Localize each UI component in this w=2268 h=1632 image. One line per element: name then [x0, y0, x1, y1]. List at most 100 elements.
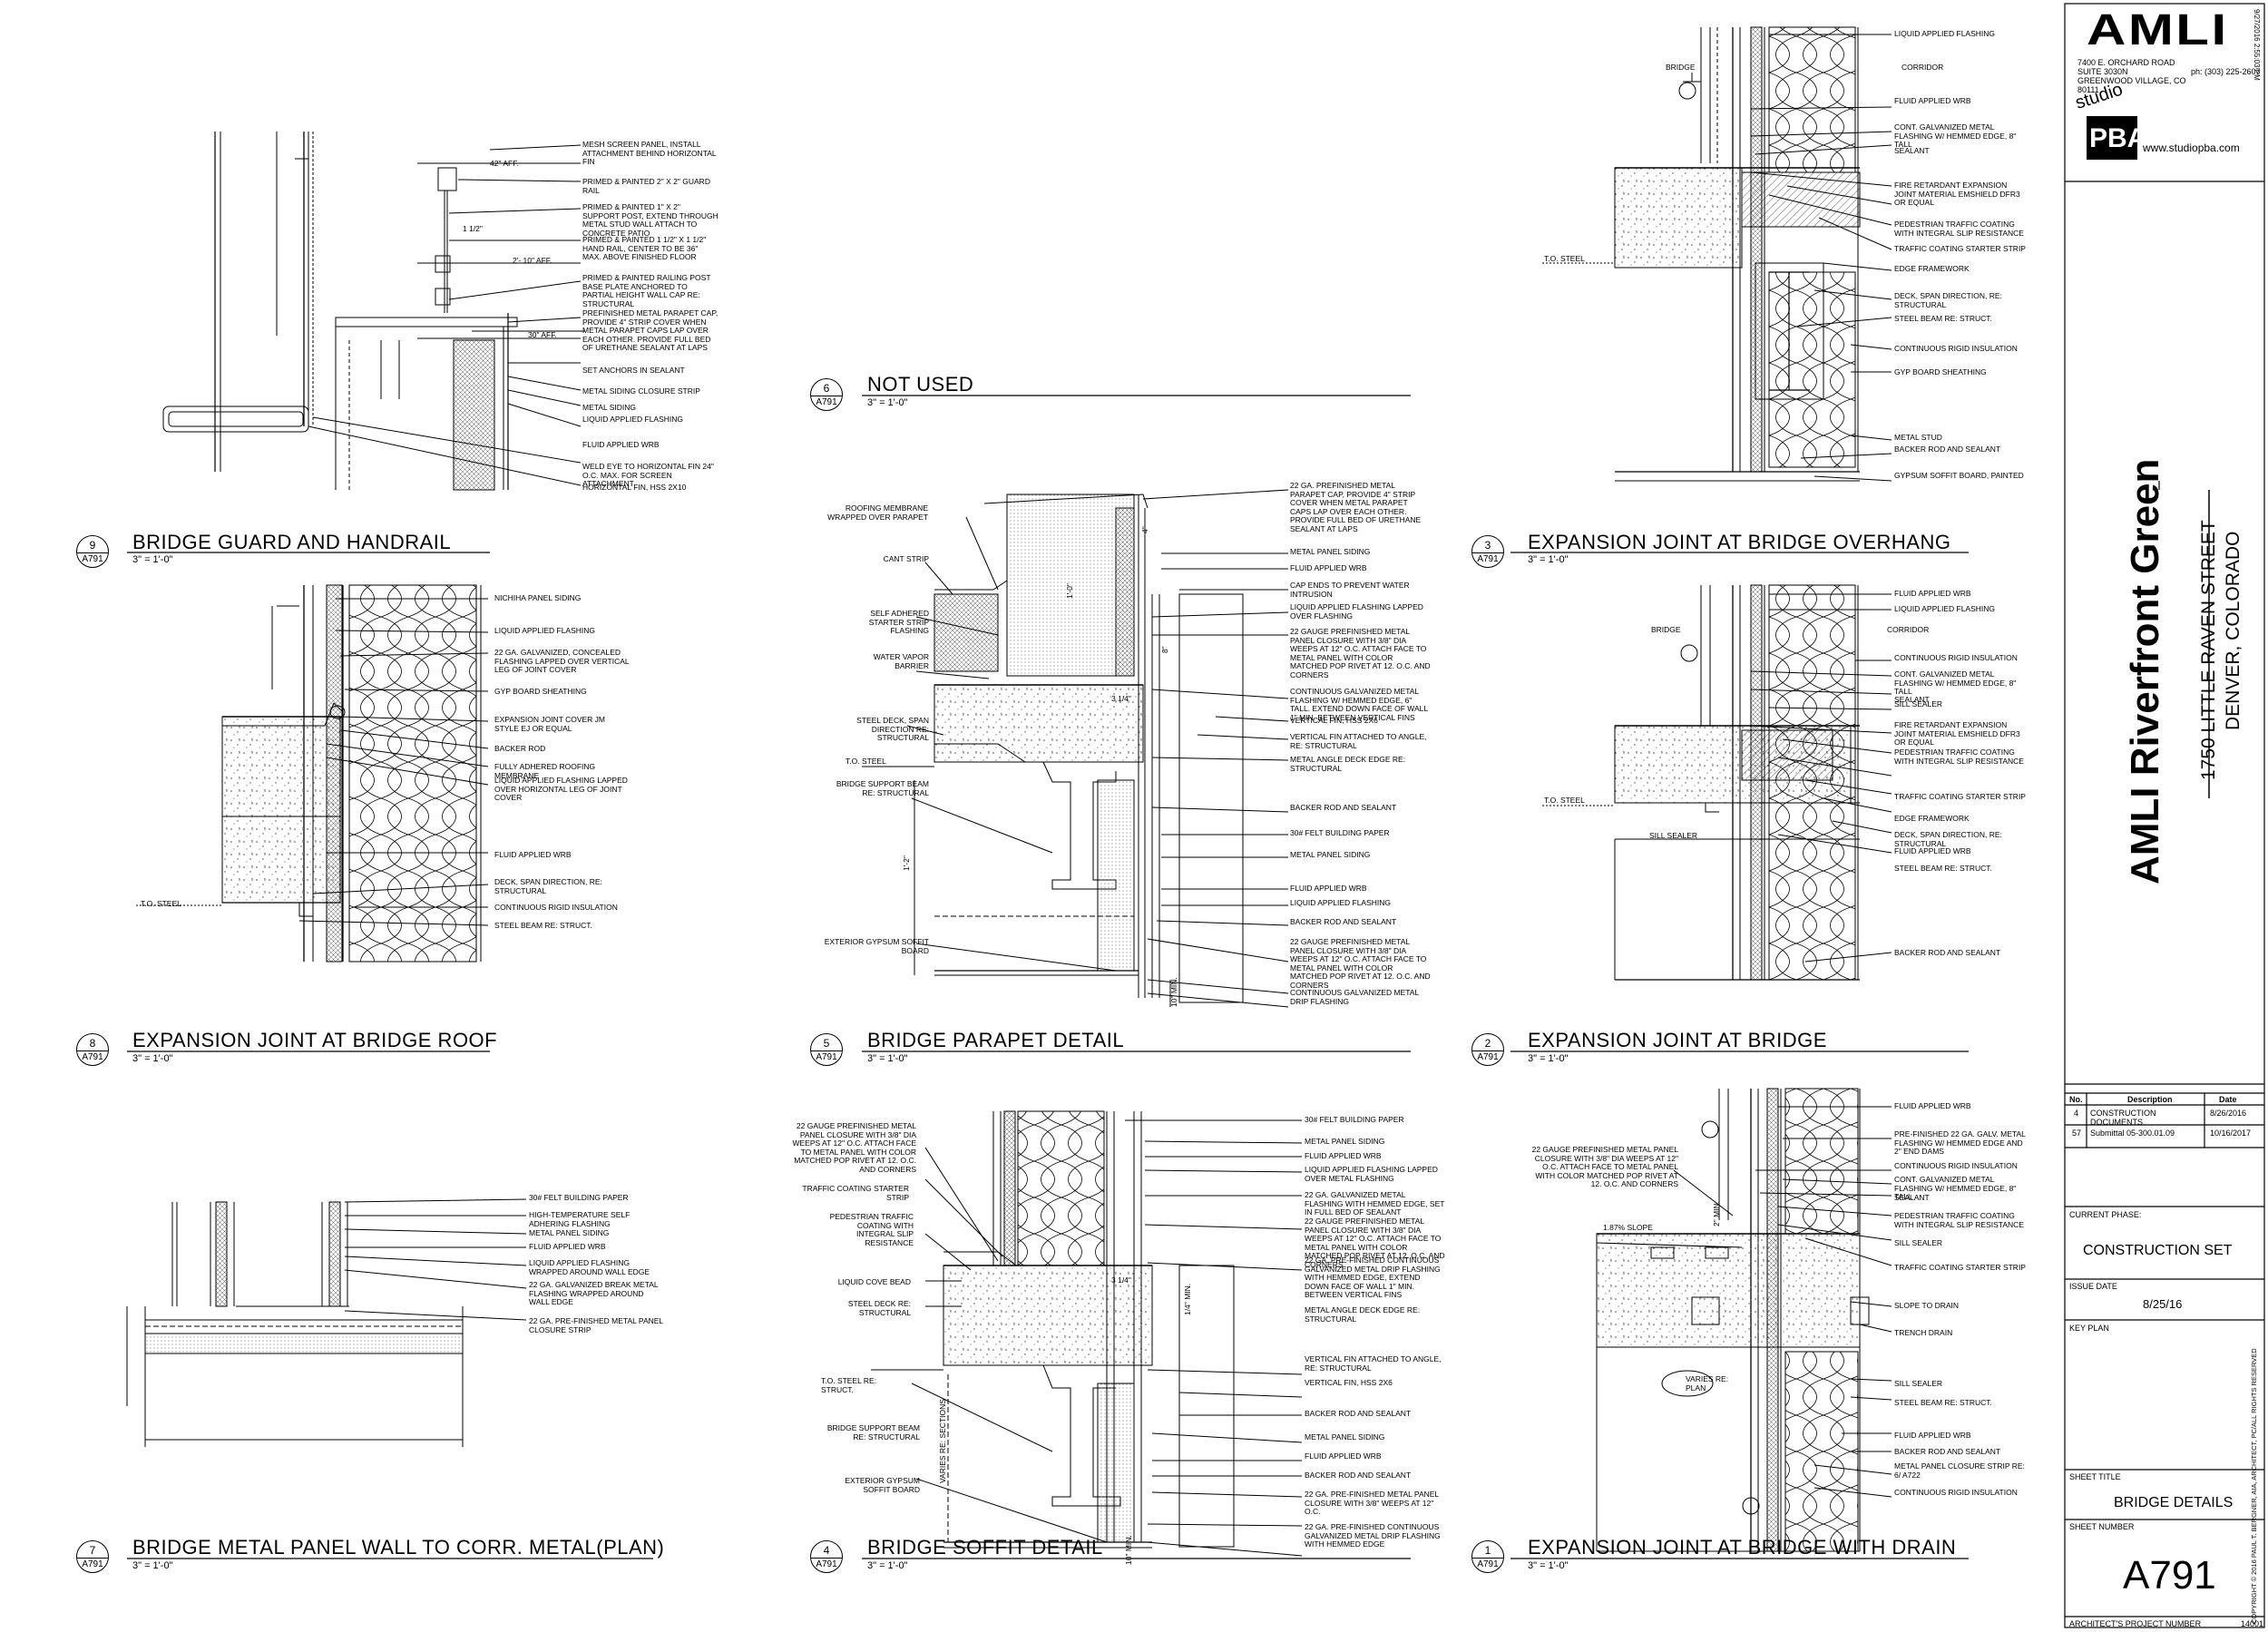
d1_right-note-10: TRENCH DRAIN	[1894, 1328, 1953, 1337]
detail-8-title: EXPANSION JOINT AT BRIDGE ROOF	[132, 1029, 498, 1051]
revision-2-no: 57	[2072, 1129, 2082, 1138]
d8-note-3: 22 GA. GALVANIZED, CONCEALED FLASHING LA…	[494, 648, 630, 674]
d1_right-note-4: CONT. GALVANIZED METAL FLASHING W/ HEMME…	[1894, 1175, 2017, 1201]
firm-logo-pba: PBA	[2089, 123, 2147, 153]
d9_dims-note-4: 1 1/2"	[463, 224, 483, 233]
project-name: AMLI Riverfront Green	[2123, 458, 2167, 884]
d4_right-note-12: METAL PANEL SIDING	[1305, 1432, 1385, 1441]
sheet-title-label: SHEET TITLE	[2069, 1472, 2121, 1481]
detail-7-title: BRIDGE METAL PANEL WALL TO CORR. METAL(P…	[132, 1536, 665, 1559]
d3-note-1: LIQUID APPLIED FLASHING	[1894, 29, 1996, 38]
d4_right-note-5: 22 GA. GALVANIZED METAL FLASHING WITH HE…	[1305, 1190, 1445, 1217]
project-number: 14001	[2241, 1619, 2264, 1628]
d4_left-note-2: TRAFFIC COATING STARTER STRIP	[802, 1184, 909, 1202]
d4_right-note-2: METAL PANEL SIDING	[1305, 1137, 1385, 1146]
d8-note-6: BACKER ROD	[494, 744, 546, 753]
d7-note-2: HIGH-TEMPERATURE SELF ADHERING FLASHING	[529, 1210, 631, 1228]
owner-address-line4: 80111	[2077, 85, 2099, 94]
d4_dims-note-1: T.O. STEEL RE: STRUCT.	[821, 1376, 877, 1394]
title-block-frame	[2064, 3, 2265, 1628]
d8-note-9: FLUID APPLIED WRB	[494, 850, 572, 859]
amli-logo: AMLI	[2087, 6, 2229, 54]
d2-note-10: EDGE FRAMEWORK	[1894, 814, 1970, 823]
d1_left-note-1: 22 GAUGE PREFINISHED METAL PANEL CLOSURE…	[1531, 1145, 1678, 1188]
revisions-header-no: No.	[2069, 1095, 2083, 1104]
d5_dims-note-6: 1'-2"	[902, 855, 911, 871]
d5_right-note-18: CONTINUOUS GALVANIZED METAL DRIP FLASHIN…	[1290, 988, 1419, 1006]
d3-note-13: METAL STUD	[1894, 433, 1942, 442]
d5_right-note-13: METAL PANEL SIDING	[1290, 850, 1371, 859]
d8-note-11: CONTINUOUS RIGID INSULATION	[494, 903, 618, 912]
d1_right-note-16: CONTINUOUS RIGID INSULATION	[1894, 1488, 2018, 1497]
d2-note-3: CONTINUOUS RIGID INSULATION	[1894, 653, 2018, 662]
sheet-number-label: SHEET NUMBER	[2069, 1522, 2135, 1531]
detail-4-scale: 3" = 1'-0"	[867, 1560, 908, 1571]
d3-note-2: FLUID APPLIED WRB	[1894, 96, 1971, 105]
d5_right-note-6: 22 GAUGE PREFINISHED METAL PANEL CLOSURE…	[1290, 627, 1431, 679]
d8-note-2: LIQUID APPLIED FLASHING	[494, 626, 596, 635]
d5_left-note-5: STEEL DECK, SPAN DIRECTION RE: STRUCTURA…	[856, 716, 929, 742]
project-street: 1750 LITTLE RAVEN STREET	[2198, 520, 2219, 780]
d1_dims-note-1: 1.87% SLOPE	[1603, 1223, 1653, 1232]
copyright-notice: COPYRIGHT © 2016 PAUL T. BERGNER, AIA, A…	[2250, 1348, 2258, 1624]
revisions-header-description: Description	[2127, 1095, 2173, 1104]
sheet-number: A791	[2123, 1553, 2216, 1598]
d5_dims-note-3: 1'-0"	[1065, 583, 1074, 599]
d2_tags-note-3: T.O. STEEL	[1544, 796, 1585, 805]
d8-note-1: NICHIHA PANEL SIDING	[494, 593, 582, 602]
d5_right-note-10: METAL ANGLE DECK EDGE RE: STRUCTURAL	[1290, 755, 1406, 773]
d4_dims-note-3: 1/4" MIN.	[1183, 1283, 1192, 1315]
d5_right-note-8: VERTICAL FIN, HSS 2X6	[1290, 716, 1378, 725]
d1_right-note-5: SEALANT	[1894, 1193, 1930, 1202]
owner-address-line2: SUITE 3030N	[2077, 67, 2128, 76]
d9-note-10: LIQUID APPLIED FLASHING	[582, 415, 684, 424]
d4_right-note-16: 22 GA. PRE-FINISHED CONTINUOUS GALVANIZE…	[1305, 1522, 1441, 1549]
detail-3-title: EXPANSION JOINT AT BRIDGE OVERHANG	[1528, 531, 1951, 553]
d2-note-9: TRAFFIC COATING STARTER STRIP	[1894, 792, 2026, 801]
d9-note-7: SET ANCHORS IN SEALANT	[582, 366, 685, 375]
d4_left-note-4: LIQUID COVE BEAD	[837, 1277, 911, 1286]
current-phase: CONSTRUCTION SET	[2083, 1243, 2233, 1258]
d5_left-note-4: WATER VAPOR BARRIER	[873, 652, 929, 670]
d8-note-7: FULLY ADHERED ROOFING MEMBRANE	[494, 762, 596, 780]
d4_right-note-6: 22 GAUGE PREFINISHED METAL PANEL CLOSURE…	[1305, 1217, 1445, 1269]
d8-note-4: GYP BOARD SHEATHING	[494, 687, 587, 696]
d1_right-note-2: PRE-FINISHED 22 GA. GALV. METAL FLASHING…	[1894, 1129, 2026, 1156]
d7-note-7: 22 GA. PRE-FINISHED METAL PANEL CLOSURE …	[529, 1316, 663, 1334]
key-plan-label: KEY PLAN	[2069, 1324, 2109, 1333]
d5_right-note-7: CONTINUOUS GALVANIZED METAL FLASHING W/ …	[1290, 687, 1428, 722]
d9-note-5: PRIMED & PAINTED RAILING POST BASE PLATE…	[582, 273, 711, 308]
d4_right-note-15: 22 GA. PRE-FINISHED METAL PANEL CLOSURE …	[1305, 1490, 1439, 1516]
d8-note-8: LIQUID APPLIED FLASHING LAPPED OVER HORI…	[494, 776, 628, 802]
d9-note-11: FLUID APPLIED WRB	[582, 440, 660, 449]
d5_right-note-5: LIQUID APPLIED FLASHING LAPPED OVER FLAS…	[1290, 602, 1423, 621]
d9_dims-note-1: 42" AFF.	[490, 159, 519, 168]
d9-note-4: PRIMED & PAINTED 1 1/2" x 1 1/2" HAND RA…	[582, 235, 707, 261]
d9-note-6: PREFINISHED METAL PARAPET CAP, PROVIDE 4…	[582, 308, 719, 352]
detail-9-title: BRIDGE GUARD AND HANDRAIL	[132, 531, 452, 553]
d3-note-8: EDGE FRAMEWORK	[1894, 264, 1970, 273]
d4_right-note-10: VERTICAL FIN, HSS 2X6	[1305, 1378, 1393, 1387]
d1_right-note-9: SLOPE TO DRAIN	[1894, 1301, 1960, 1310]
d5_right-note-2: METAL PANEL SIDING	[1290, 547, 1371, 556]
firm-website: www.studiopba.com	[2143, 142, 2240, 154]
d4_left-note-1: 22 GAUGE PREFINISHED METAL PANEL CLOSURE…	[792, 1121, 916, 1174]
detail-2-scale: 3" = 1'-0"	[1528, 1053, 1569, 1064]
d3-note-7: TRAFFIC COATING STARTER STRIP	[1894, 244, 2026, 253]
d8-note-10: DECK, SPAN DIRECTION, RE: STRUCTURAL	[494, 877, 602, 895]
d5_right-note-17: 22 GAUGE PREFINISHED METAL PANEL CLOSURE…	[1290, 937, 1431, 990]
detail-3-linework	[1542, 26, 1892, 482]
owner-phone: ph: (303) 225-2607	[2191, 67, 2261, 76]
d2-note-1: FLUID APPLIED WRB	[1894, 589, 1971, 598]
d1_dims-note-2: VARIES RE: PLAN	[1686, 1374, 1729, 1393]
d2_tags-note-2: CORRIDOR	[1887, 625, 1930, 634]
d5_dims-note-4: 8"	[1160, 646, 1169, 653]
d4_right-note-11: BACKER ROD AND SEALANT	[1305, 1409, 1412, 1418]
d4_right-note-9: VERTICAL FIN ATTACHED TO ANGLE, RE: STRU…	[1305, 1354, 1442, 1373]
d2-note-8: PEDESTRIAN TRAFFIC COATING WITH INTEGRAL…	[1894, 748, 2024, 766]
d4_right-note-7: 22 GA. PRE-FINISHED CONTINUOUS GALVANIZE…	[1305, 1256, 1441, 1299]
d2_tags-note-1: BRIDGE	[1651, 625, 1681, 634]
